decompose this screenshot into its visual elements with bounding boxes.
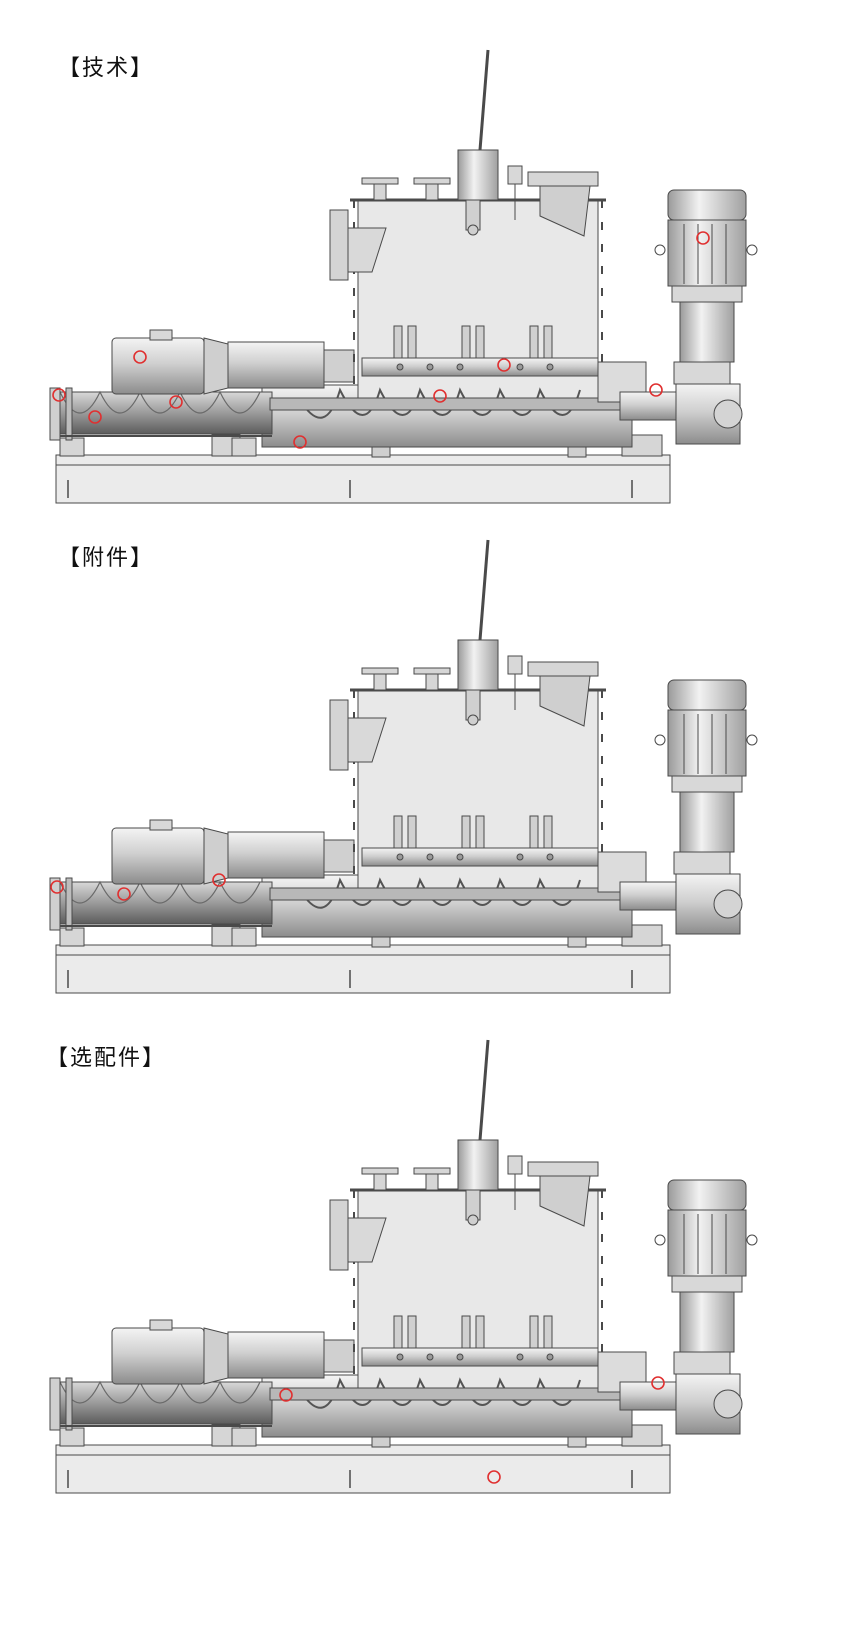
highlight-marker <box>433 389 447 403</box>
highlight-marker <box>497 358 511 372</box>
highlight-marker <box>293 435 307 449</box>
highlight-marker <box>133 350 147 364</box>
highlight-marker <box>88 410 102 424</box>
machine-graphic <box>48 1038 759 1495</box>
highlight-group <box>279 1376 665 1484</box>
highlight-marker <box>50 880 64 894</box>
section-title-accessories: 【附件】 <box>58 546 155 571</box>
highlight-marker <box>651 1376 665 1390</box>
machine-drawing <box>48 48 759 505</box>
highlight-marker <box>487 1470 501 1484</box>
highlight-group <box>50 873 226 901</box>
highlight-marker <box>696 231 710 245</box>
machine-drawing <box>48 538 759 995</box>
highlight-marker <box>649 383 663 397</box>
machine-diagram-accessories <box>0 530 850 1050</box>
machine-graphic <box>48 48 759 505</box>
highlight-marker <box>117 887 131 901</box>
section-title-technical: 【技术】 <box>58 56 155 81</box>
machine-graphic <box>48 538 759 995</box>
section-title-optional: 【选配件】 <box>46 1046 167 1071</box>
machine-diagram-technical <box>0 40 850 560</box>
highlight-marker <box>169 395 183 409</box>
highlight-marker <box>212 873 226 887</box>
highlight-marker <box>279 1388 293 1402</box>
highlight-marker <box>52 388 66 402</box>
machine-diagram-optional <box>0 1030 850 1550</box>
highlight-group <box>52 231 710 449</box>
machine-drawing <box>48 1038 759 1495</box>
